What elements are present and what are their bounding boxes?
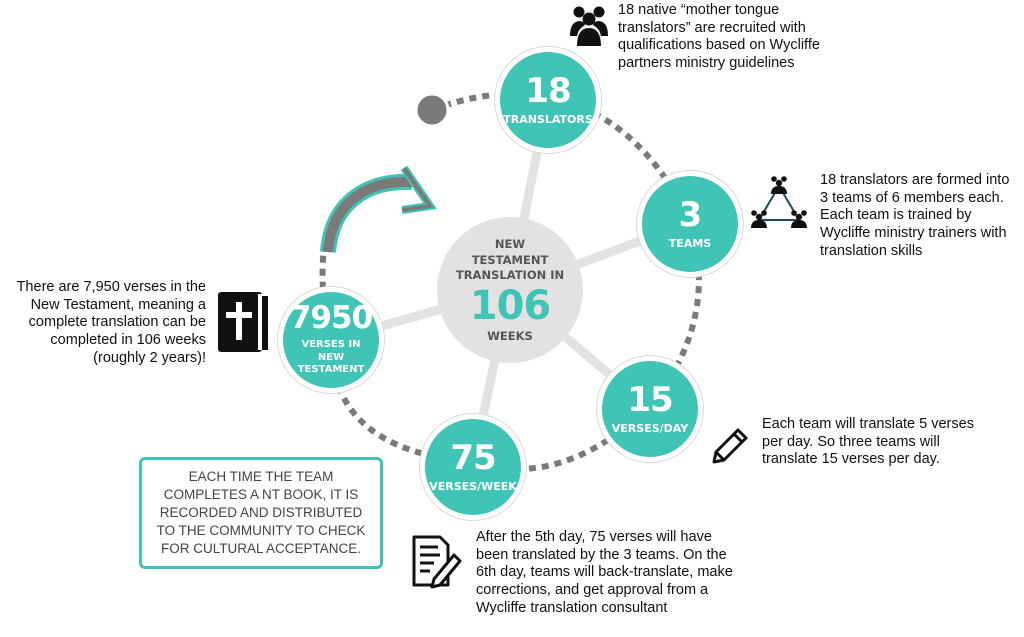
bible-icon bbox=[218, 292, 268, 352]
node-translators: 18 TRANSLATORS bbox=[495, 47, 601, 153]
description-verses-day: Each team will translate 5 verses per da… bbox=[762, 416, 974, 468]
pencil-icon bbox=[712, 428, 748, 464]
description-verses-nt: There are 7,950 verses in the New Testam… bbox=[16, 279, 206, 366]
center-summary: NEW TESTAMENT TRANSLATION IN 106 WEEKS bbox=[437, 217, 583, 363]
document-pen-icon bbox=[412, 535, 462, 589]
node-number: 7950 bbox=[289, 300, 373, 337]
node-number: 15 bbox=[627, 379, 673, 420]
description-translators: 18 native “mother tongue translators” ar… bbox=[618, 2, 820, 72]
team-triangle-icon bbox=[751, 176, 807, 228]
node-label: VERSES/DAY bbox=[611, 421, 689, 435]
description-verses-week: After the 5th day, 75 verses will have b… bbox=[476, 529, 733, 616]
description-teams: 18 translators are formed into 3 teams o… bbox=[820, 172, 1010, 259]
node-teams: 3 TEAMS bbox=[637, 171, 743, 277]
note-box: EACH TIME THE TEAM COMPLETES A NT BOOK, … bbox=[139, 457, 383, 569]
node-verses-day: 15 VERSES/DAY bbox=[597, 356, 703, 462]
center-title: NEW TESTAMENT TRANSLATION IN bbox=[455, 237, 565, 283]
node-number: 3 bbox=[678, 194, 703, 235]
node-number: 75 bbox=[450, 437, 496, 478]
node-label: TRANSLATORS bbox=[503, 112, 593, 126]
people-group-icon bbox=[570, 6, 608, 46]
cycle-start-dot bbox=[414, 92, 450, 128]
node-verses-nt: 7950 VERSES IN NEW TESTAMENT bbox=[278, 287, 384, 393]
node-number: 18 bbox=[525, 70, 571, 111]
note-text: EACH TIME THE TEAM COMPLETES A NT BOOK, … bbox=[156, 469, 366, 556]
node-label: VERSES/WEEK bbox=[429, 479, 517, 493]
center-unit: WEEKS bbox=[487, 328, 533, 343]
cycle-arrow-icon bbox=[320, 165, 437, 253]
node-verses-week: 75 VERSES/WEEK bbox=[420, 414, 526, 520]
node-label: TEAMS bbox=[668, 236, 712, 250]
node-label: VERSES IN NEW TESTAMENT bbox=[297, 339, 365, 376]
center-number: 106 bbox=[469, 282, 551, 329]
